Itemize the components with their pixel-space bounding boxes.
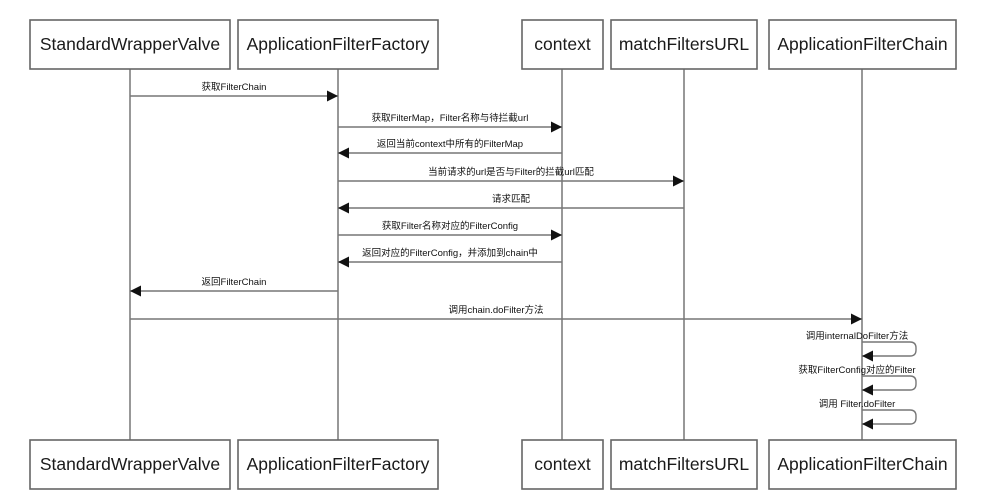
lifelines-layer bbox=[129, 69, 863, 440]
participant-box-top-applicationfilterfactory[interactable]: ApplicationFilterFactory bbox=[237, 19, 439, 70]
message-label-9: 调用chain.doFilter方法 bbox=[448, 304, 543, 316]
self-message-arrowhead-1 bbox=[862, 350, 873, 362]
participant-label-applicationfilterfactory: ApplicationFilterFactory bbox=[247, 34, 430, 54]
message-4[interactable]: 当前请求的url是否与Filter的拦截url匹配 bbox=[338, 166, 684, 187]
message-arrowhead-9 bbox=[851, 313, 862, 325]
participant-label-context: context bbox=[534, 454, 591, 474]
message-arrowhead-5 bbox=[338, 202, 349, 214]
self-messages-layer: 调用internalDoFilter方法获取FilterConfig对应的Fil… bbox=[798, 330, 917, 430]
message-arrowhead-7 bbox=[338, 256, 349, 268]
message-9[interactable]: 调用chain.doFilter方法 bbox=[130, 304, 862, 325]
participant-label-applicationfilterfactory: ApplicationFilterFactory bbox=[247, 454, 430, 474]
message-arrowhead-3 bbox=[338, 147, 349, 159]
message-5[interactable]: 请求匹配 bbox=[338, 193, 684, 214]
self-message-3[interactable]: 调用 Filter.doFilter bbox=[819, 399, 917, 430]
self-message-arrowhead-2 bbox=[862, 384, 873, 396]
participant-box-bottom-standardwrappervalve[interactable]: StandardWrapperValve bbox=[29, 439, 231, 490]
participant-label-matchfiltersurl: matchFiltersURL bbox=[619, 34, 750, 54]
message-arrowhead-6 bbox=[551, 229, 562, 241]
message-7[interactable]: 返回对应的FilterConfig，并添加到chain中 bbox=[338, 247, 562, 268]
message-arrowhead-8 bbox=[130, 285, 141, 297]
message-2[interactable]: 获取FilterMap，Filter名称与待拦截url bbox=[338, 112, 562, 133]
message-6[interactable]: 获取Filter名称对应的FilterConfig bbox=[338, 220, 562, 241]
participant-box-bottom-context[interactable]: context bbox=[521, 439, 604, 490]
self-message-label-3: 调用 Filter.doFilter bbox=[819, 399, 896, 410]
message-3[interactable]: 返回当前context中所有的FilterMap bbox=[338, 138, 562, 159]
message-label-6: 获取Filter名称对应的FilterConfig bbox=[382, 220, 518, 232]
message-8[interactable]: 返回FilterChain bbox=[130, 276, 338, 297]
self-message-label-2: 获取FilterConfig对应的Filter bbox=[798, 364, 915, 376]
self-message-path-3 bbox=[862, 409, 917, 425]
self-message-arrowhead-3 bbox=[862, 418, 873, 430]
participant-label-standardwrappervalve: StandardWrapperValve bbox=[40, 34, 220, 54]
self-message-2[interactable]: 获取FilterConfig对应的Filter bbox=[798, 364, 917, 396]
self-message-label-1: 调用internalDoFilter方法 bbox=[806, 330, 908, 342]
participant-box-bottom-matchfiltersurl[interactable]: matchFiltersURL bbox=[610, 439, 758, 490]
self-message-path-1 bbox=[862, 341, 917, 357]
participant-box-top-context[interactable]: context bbox=[521, 19, 604, 70]
participant-label-matchfiltersurl: matchFiltersURL bbox=[619, 454, 750, 474]
message-label-2: 获取FilterMap，Filter名称与待拦截url bbox=[372, 112, 529, 124]
message-1[interactable]: 获取FilterChain bbox=[130, 82, 338, 102]
message-label-5: 请求匹配 bbox=[492, 193, 531, 205]
self-message-1[interactable]: 调用internalDoFilter方法 bbox=[806, 330, 917, 362]
message-label-1: 获取FilterChain bbox=[202, 82, 267, 93]
message-label-3: 返回当前context中所有的FilterMap bbox=[377, 138, 523, 150]
message-arrowhead-1 bbox=[327, 90, 338, 102]
participant-box-top-matchfiltersurl[interactable]: matchFiltersURL bbox=[610, 19, 758, 70]
messages-layer: 获取FilterChain 获取FilterMap，Filter名称与待拦截url… bbox=[130, 82, 862, 325]
participant-box-top-standardwrappervalve[interactable]: StandardWrapperValve bbox=[29, 19, 231, 70]
message-arrowhead-4 bbox=[673, 175, 684, 187]
participant-box-bottom-applicationfilterchain[interactable]: ApplicationFilterChain bbox=[768, 439, 957, 490]
participant-boxes-layer: StandardWrapperValveStandardWrapperValve… bbox=[29, 19, 957, 490]
participant-label-context: context bbox=[534, 34, 591, 54]
participant-box-top-applicationfilterchain[interactable]: ApplicationFilterChain bbox=[768, 19, 957, 70]
message-arrowhead-2 bbox=[551, 121, 562, 133]
message-label-8: 返回FilterChain bbox=[202, 276, 267, 288]
message-label-7: 返回对应的FilterConfig，并添加到chain中 bbox=[362, 247, 538, 259]
participant-label-applicationfilterchain: ApplicationFilterChain bbox=[777, 454, 947, 474]
participant-label-applicationfilterchain: ApplicationFilterChain bbox=[777, 34, 947, 54]
participant-label-standardwrappervalve: StandardWrapperValve bbox=[40, 454, 220, 474]
self-message-path-2 bbox=[862, 375, 917, 391]
message-label-4: 当前请求的url是否与Filter的拦截url匹配 bbox=[428, 166, 594, 178]
participant-box-bottom-applicationfilterfactory[interactable]: ApplicationFilterFactory bbox=[237, 439, 439, 490]
